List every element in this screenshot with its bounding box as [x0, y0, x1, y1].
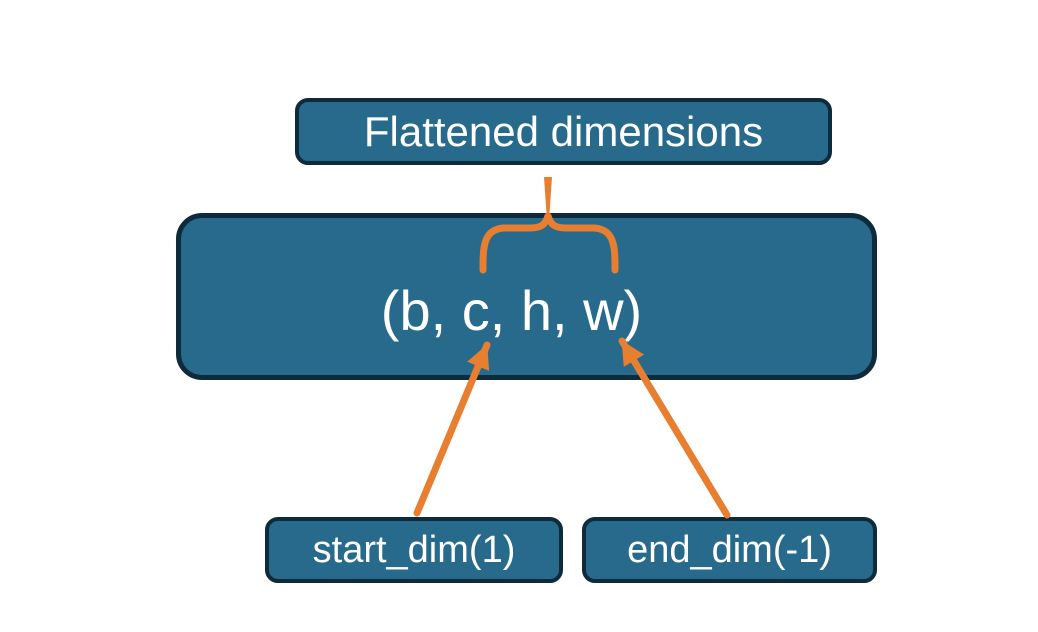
start-dim-label: start_dim(1): [312, 528, 516, 571]
end-dim-box: end_dim(-1): [582, 517, 877, 583]
flattened-dimensions-box: Flattened dimensions: [295, 98, 832, 165]
start-dim-box: start_dim(1): [265, 517, 563, 583]
tensor-shape-label: (b, c, h, w): [380, 278, 643, 342]
brace-stem-icon: [544, 177, 552, 214]
tensor-shape-box: (b, c, h, w): [176, 213, 877, 380]
flattened-dimensions-label: Flattened dimensions: [363, 107, 764, 155]
end-dim-label: end_dim(-1): [627, 528, 832, 571]
